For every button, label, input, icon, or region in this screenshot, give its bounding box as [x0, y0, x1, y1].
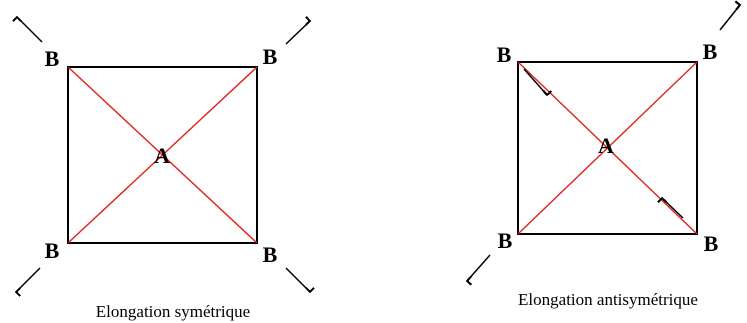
outer-atom-label: B [263, 44, 278, 69]
square-frame [67, 66, 258, 244]
diagram-caption: Elongation antisymétrique [518, 290, 698, 309]
displacement-arrow [285, 21, 310, 45]
bond-line [517, 61, 698, 235]
bond-line [67, 66, 258, 244]
central-atom-label: A [154, 143, 170, 168]
outer-atom-label: B [45, 46, 60, 71]
displacement-arrow [662, 198, 684, 219]
square-frame [517, 61, 698, 235]
displacement-arrow [285, 267, 310, 292]
antisymmetric-elongation-diagram: A B B B B Elongation antisymétrique [467, 5, 740, 309]
outer-atom-label: B [497, 42, 512, 67]
outer-atom-label: B [703, 39, 718, 64]
diagram-caption: Elongation symétrique [96, 302, 250, 321]
outer-atom-label: B [498, 228, 513, 253]
displacement-arrow [17, 17, 43, 43]
outer-atom-label: B [704, 231, 719, 256]
displacement-arrow [467, 254, 491, 281]
central-atom-label: A [598, 133, 614, 158]
outer-atom-label: B [263, 242, 278, 267]
symmetric-elongation-diagram: A B B B B Elongation symétrique [16, 17, 310, 321]
displacement-arrow [719, 5, 740, 31]
displacement-arrow [16, 267, 41, 292]
displacement-arrow [523, 68, 547, 95]
outer-atom-label: B [45, 238, 60, 263]
